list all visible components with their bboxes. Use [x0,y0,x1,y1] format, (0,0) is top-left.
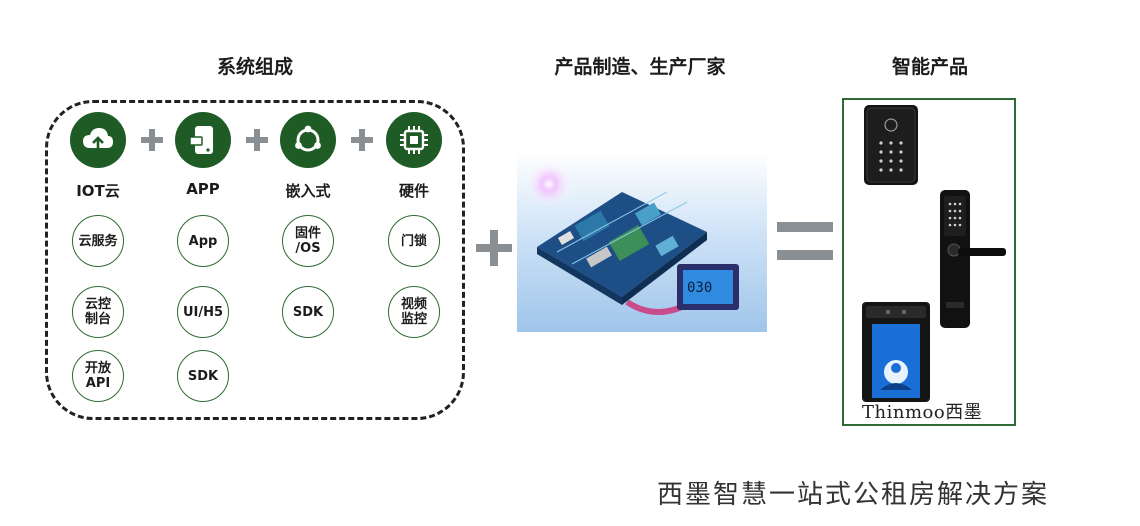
column-label-embedded: 嵌入式 [285,182,331,200]
item-cloud-console: 云控 制台 [72,286,124,338]
system-composition-heading: 系统组成 [216,56,293,78]
chip-icon [386,112,442,168]
plus-operator [246,129,268,151]
item-open-api: 开放 API [72,350,124,402]
item-ui-h5: UI/H5 [177,286,229,338]
system-composition-box [45,100,465,420]
brand-logo-text: Thinmoo西墨 [862,402,983,423]
item-door-lock: 门锁 [388,215,440,267]
column-label-iot-cloud: IOT云 [76,182,120,200]
smart-products-heading: 智能产品 [891,56,968,78]
cloud-upload-icon [70,112,126,168]
item-embedded-sdk: SDK [282,286,334,338]
manufacturing-heading: 产品制造、生产厂家 [554,56,726,78]
solution-caption: 西墨智慧一站式公租房解决方案 [657,480,1050,510]
plus-operator [351,129,373,151]
equals-operator [777,222,833,262]
circuit-board-image: 030 [517,152,767,332]
face-recognition-terminal-image [862,302,930,402]
svg-text:030: 030 [687,280,712,296]
smart-door-lock-image [936,190,1008,328]
item-video-surveillance: 视频 监控 [388,286,440,338]
plus-operator-large [476,230,512,266]
item-firmware-os: 固件 /OS [282,215,334,267]
plus-operator [141,129,163,151]
item-app: App [177,215,229,267]
column-label-app: APP [186,180,220,198]
phone-app-icon [175,112,231,168]
item-cloud-service: 云服务 [72,215,124,267]
embedded-os-icon [280,112,336,168]
column-label-hardware: 硬件 [398,182,429,200]
access-keypad-image [864,105,918,185]
item-app-sdk: SDK [177,350,229,402]
